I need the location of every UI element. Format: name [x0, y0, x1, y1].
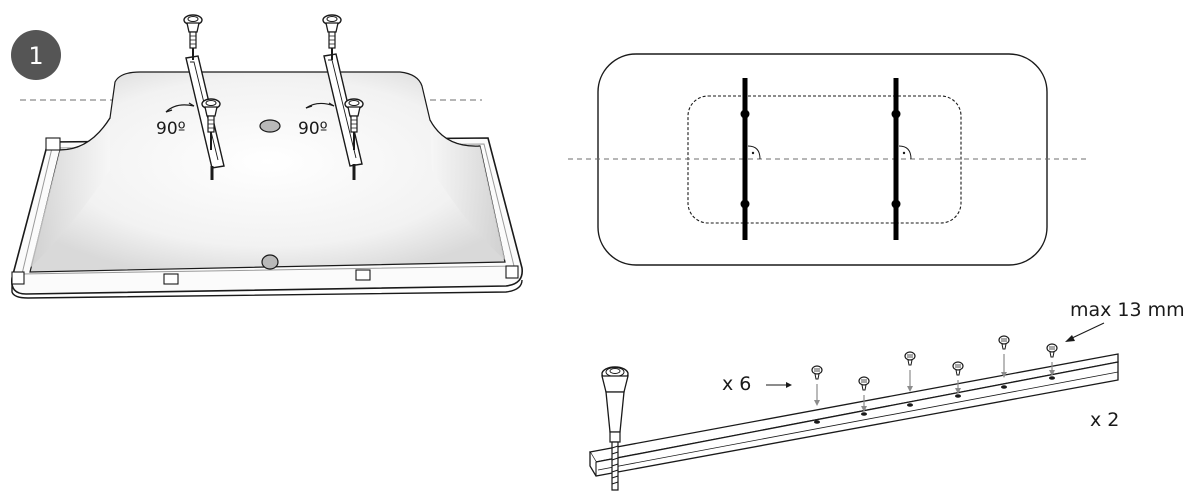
small-screw — [952, 361, 964, 394]
top-view-panel — [568, 53, 1086, 266]
fixing-screw — [322, 14, 342, 49]
angle-arc-left — [165, 104, 195, 113]
screw-count-arrow — [766, 382, 792, 388]
small-screw — [998, 335, 1010, 378]
base-tab — [355, 269, 371, 281]
base-tab — [163, 273, 179, 285]
small-screw — [858, 376, 870, 412]
max-length-arrow — [1065, 322, 1105, 342]
angle-label-left: 90º — [156, 119, 186, 139]
rail-holes — [814, 376, 1055, 424]
angle-label-right: 90º — [298, 119, 328, 139]
right-angle-mark — [898, 145, 912, 160]
screw-count-label: x 6 — [722, 373, 751, 395]
small-screw — [811, 365, 823, 406]
right-angle-mark — [747, 145, 761, 160]
small-screw — [1046, 343, 1058, 376]
drain-hole — [261, 254, 279, 270]
overflow-hole — [259, 119, 281, 133]
bracket-left — [183, 14, 225, 180]
base-tab — [45, 137, 61, 151]
step-badge: 1 — [11, 30, 61, 80]
step-number: 1 — [28, 42, 43, 70]
rail-panel: x 6 x 2 max 13 mm — [588, 299, 1185, 491]
adjustable-foot-screw — [601, 366, 629, 491]
base-tab — [505, 265, 519, 279]
base-tab — [11, 271, 25, 285]
rail-count-label: x 2 — [1090, 409, 1119, 431]
sink-panel: 1 — [10, 14, 523, 299]
max-length-label: max 13 mm — [1070, 299, 1185, 321]
fixing-screw — [183, 14, 203, 49]
mounting-rail — [588, 353, 1119, 477]
small-screw — [904, 351, 916, 392]
bracket-right — [322, 14, 364, 180]
